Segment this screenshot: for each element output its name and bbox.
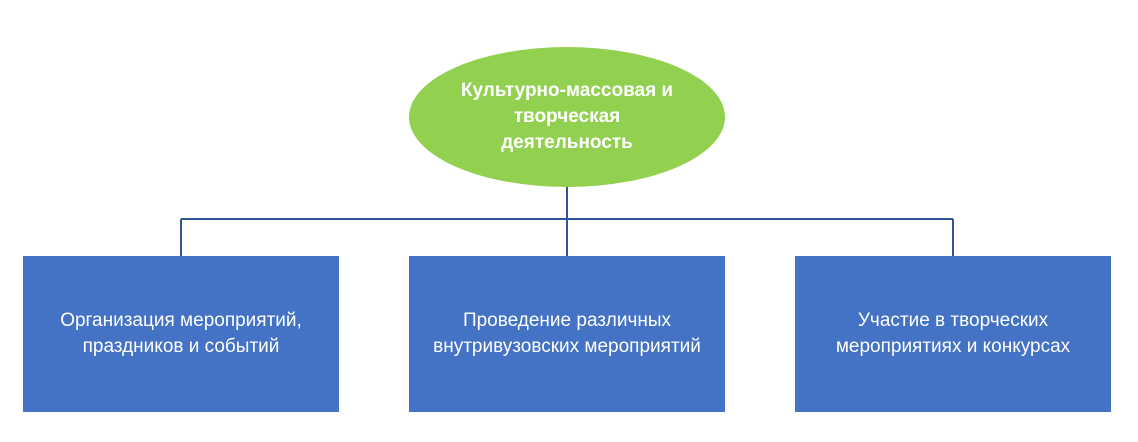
child-label-conducting: Проведение различных внутривузовских мер… — [433, 310, 701, 357]
child-label-participation: Участие в творческих мероприятиях и конк… — [835, 310, 1071, 357]
child-node-participation: Участие в творческих мероприятиях и конк… — [795, 256, 1111, 412]
child-node-conducting: Проведение различных внутривузовских мер… — [409, 256, 725, 412]
child-label-organization: Организация мероприятий, праздников и со… — [60, 310, 302, 357]
child-node-organization: Организация мероприятий, праздников и со… — [23, 256, 339, 412]
root-label: Культурно-массовая и творческая деятельн… — [460, 80, 674, 153]
root-node: Культурно-массовая и творческая деятельн… — [409, 47, 725, 187]
